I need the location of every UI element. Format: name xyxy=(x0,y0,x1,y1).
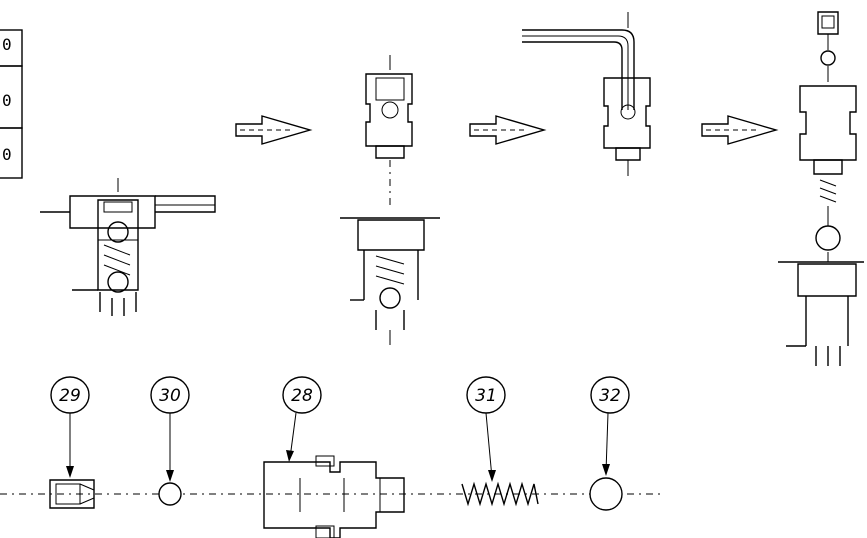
svg-text:31: 31 xyxy=(475,386,497,406)
flow-arrow-3 xyxy=(701,115,779,145)
callout-30: 30 xyxy=(150,376,190,482)
step2-assembly xyxy=(340,55,440,345)
flow-arrow-1 xyxy=(235,115,313,145)
part-30-small-ball xyxy=(158,482,182,506)
flow-arrow-2 xyxy=(469,115,547,145)
part-31-spring xyxy=(461,481,539,507)
step1-assembly xyxy=(40,178,216,316)
reference-table: 0 0 0 xyxy=(0,29,23,179)
table-cell-1: 0 xyxy=(2,35,12,54)
svg-text:30: 30 xyxy=(159,386,181,406)
svg-text:29: 29 xyxy=(59,386,81,406)
svg-text:28: 28 xyxy=(291,386,313,406)
part-32-large-ball xyxy=(589,477,623,511)
part-29-plug xyxy=(49,479,95,509)
svg-text:32: 32 xyxy=(599,386,621,406)
callout-31: 31 xyxy=(466,376,506,482)
step4-assembly xyxy=(778,11,864,366)
callout-28: 28 xyxy=(282,376,322,462)
callout-29: 29 xyxy=(50,376,90,478)
table-cell-2: 0 xyxy=(2,91,12,110)
part-28-valve-body xyxy=(263,455,405,538)
step3-assembly xyxy=(522,12,651,176)
table-cell-3: 0 xyxy=(2,145,12,164)
callout-32: 32 xyxy=(590,376,630,476)
